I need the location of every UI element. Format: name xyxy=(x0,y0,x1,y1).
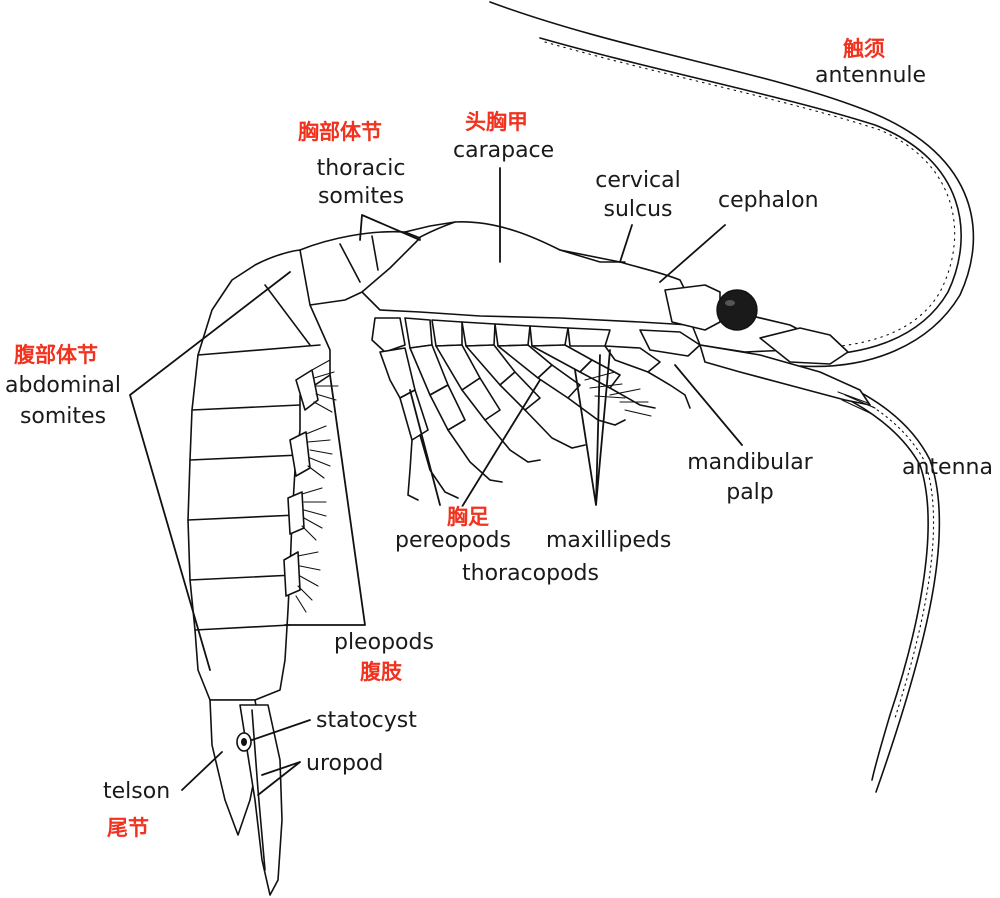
thoracic-somites-shapes xyxy=(294,230,421,306)
thoracopods-shapes xyxy=(371,317,701,501)
maxillipeds-label: maxillipeds xyxy=(546,528,672,553)
carapace-label: carapace xyxy=(453,138,555,163)
mandibular-palp-label-line2: palp xyxy=(726,480,774,505)
cervical-sulcus-label-line2: sulcus xyxy=(603,197,673,222)
antenna-flagellum xyxy=(773,361,941,793)
tail-fan xyxy=(209,699,283,896)
abdomen xyxy=(187,249,331,701)
abdominal-somites-label-zh: 腹部体节 xyxy=(14,343,98,367)
pleopods-shapes xyxy=(283,359,339,613)
pleopods-label: pleopods xyxy=(334,630,434,655)
antenna-label: antenna xyxy=(902,455,993,480)
carapace-label-zh: 头胸甲 xyxy=(465,110,528,134)
mandibular-palp-label-line1: mandibular xyxy=(687,450,813,475)
telson-label-zh: 尾节 xyxy=(107,816,149,840)
thoracic-somites-label-zh: 胸部体节 xyxy=(298,120,382,144)
pleopods-label-zh: 腹肢 xyxy=(360,660,402,684)
pereopods-label: pereopods xyxy=(395,528,511,553)
abdominal-somites-label-line1: abdominal xyxy=(5,373,121,398)
uropod-label: uropod xyxy=(306,751,384,776)
antennal-scale xyxy=(689,311,876,415)
cervical-sulcus-label-line1: cervical xyxy=(595,168,681,193)
pereopods-label-zh: 胸足 xyxy=(447,505,489,529)
abdominal-somites-label-line2: somites xyxy=(19,404,107,429)
telson-label: telson xyxy=(103,779,171,804)
cephalon-label: cephalon xyxy=(718,188,819,213)
thoracopods-label: thoracopods xyxy=(462,561,599,586)
antennule-label-zh: 触须 xyxy=(843,37,885,61)
eye xyxy=(664,284,758,331)
thoracic-somites-label-line2: somites xyxy=(317,184,405,209)
pointer-lines xyxy=(129,167,743,796)
thoracic-somites-label-line1: thoracic xyxy=(316,156,406,181)
antennule-label: antennule xyxy=(815,63,927,88)
statocyst-label: statocyst xyxy=(316,708,417,733)
antennule-flagella xyxy=(489,1,975,368)
